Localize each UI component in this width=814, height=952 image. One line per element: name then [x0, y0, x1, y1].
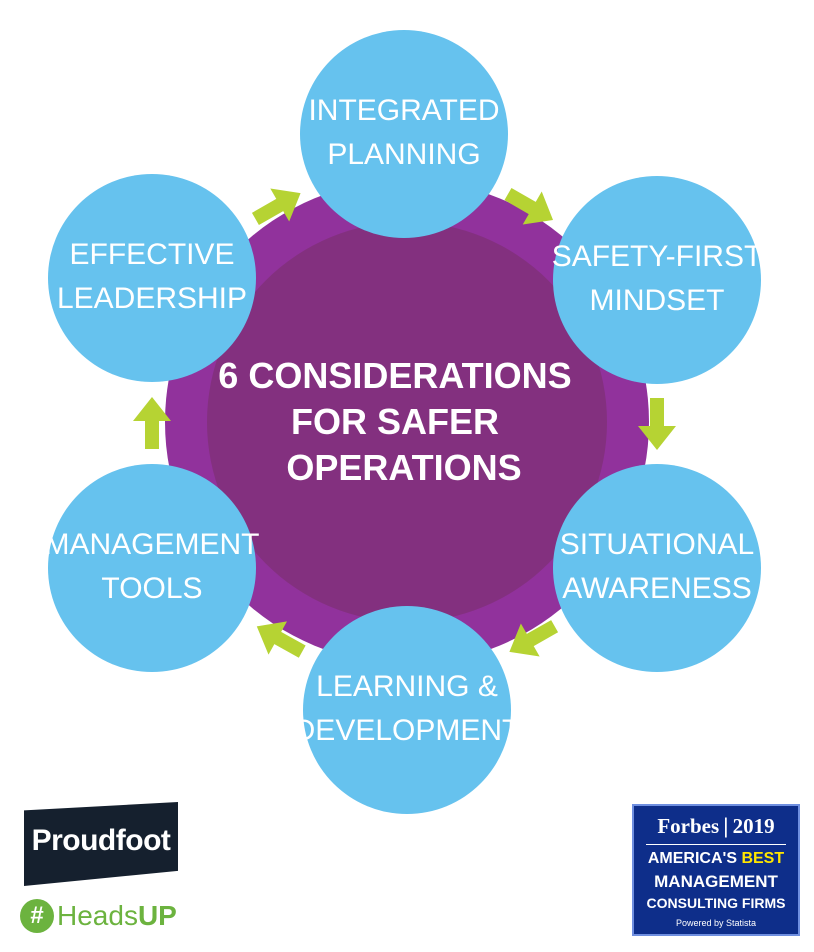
- node-label-line: DEVELOPMENT: [294, 714, 521, 747]
- arrow-effective-leadership-to-integrated-planning: [251, 188, 301, 225]
- node-label-line: SAFETY-FIRST: [552, 240, 763, 273]
- node-label-line: TOOLS: [101, 572, 202, 605]
- forbes-americas: AMERICA'S: [647, 850, 737, 867]
- arrow-situational-awareness-to-learning-development: [509, 620, 559, 657]
- node-label-line: AWARENESS: [562, 572, 751, 605]
- hub-inner-disc: [207, 222, 607, 622]
- headsup-word-heads: Heads: [57, 900, 138, 931]
- node-situational-awareness: SITUATIONAL AWARENESS: [553, 464, 761, 672]
- node-circle-learning-development: [303, 606, 511, 814]
- forbes-badge-rule: [646, 844, 786, 845]
- node-label-line: LEARNING &: [316, 670, 498, 703]
- node-management-tools: MANAGEMENT TOOLS: [44, 464, 260, 672]
- node-label-management-tools: MANAGEMENT TOOLS: [44, 528, 259, 605]
- node-circle-situational-awareness: [553, 464, 761, 672]
- node-circle-safety-first-mindset: [553, 176, 761, 384]
- node-label-line: PLANNING: [327, 138, 480, 171]
- node-circle-integrated-planning: [300, 30, 508, 238]
- forbes-badge-powered-by: Powered by Statista: [675, 918, 757, 928]
- forbes-brand: Forbes: [657, 814, 720, 838]
- node-safety-first-mindset: SAFETY-FIRST MINDSET: [552, 176, 763, 384]
- proudfoot-logo-plate: [24, 802, 178, 886]
- hashtag-icon: #: [20, 899, 54, 933]
- proudfoot-logo: Proudfoot: [24, 802, 178, 886]
- forbes-badge-line-3: CONSULTING FIRMS: [646, 895, 786, 911]
- node-label-line: MINDSET: [590, 284, 725, 317]
- forbes-badge-line-2: MANAGEMENT: [654, 872, 778, 891]
- forbes-badge-header: Forbes|2019: [634, 814, 798, 839]
- node-circle-effective-leadership: [48, 174, 256, 382]
- headsup-logo: # Heads UP: [20, 896, 177, 936]
- hub-title-line-3: OPERATIONS: [286, 447, 521, 488]
- node-label-situational-awareness: SITUATIONAL AWARENESS: [560, 528, 754, 605]
- consideration-nodes: INTEGRATED PLANNING SAFETY-FIRST MINDSET SIT…: [44, 30, 762, 814]
- node-learning-development: LEARNING & DEVELOPMENT: [294, 606, 521, 814]
- proudfoot-logo-wordmark: Proudfoot: [31, 824, 171, 857]
- node-label-line: EFFECTIVE: [69, 238, 234, 271]
- forbes-best: BEST: [741, 850, 785, 867]
- arrow-integrated-planning-to-safety-first-mindset: [504, 187, 554, 225]
- node-integrated-planning: INTEGRATED PLANNING: [300, 30, 508, 238]
- node-label-safety-first-mindset: SAFETY-FIRST MINDSET: [552, 240, 763, 317]
- arrow-safety-first-mindset-to-situational-awareness: [638, 398, 676, 450]
- arrow-learning-development-to-management-tools: [256, 621, 306, 658]
- node-label-line: SITUATIONAL: [560, 528, 754, 561]
- node-label-line: MANAGEMENT: [44, 528, 259, 561]
- node-circle-management-tools: [48, 464, 256, 672]
- arrow-management-tools-to-effective-leadership: [133, 397, 171, 449]
- forbes-badge-line-1: AMERICA'S BEST: [634, 850, 798, 868]
- node-label-integrated-planning: INTEGRATED PLANNING: [308, 94, 499, 171]
- hub-title: 6 CONSIDERATIONS FOR SAFER OPERATIONS: [218, 355, 581, 488]
- node-label-line: LEADERSHIP: [57, 282, 247, 315]
- node-label-learning-development: LEARNING & DEVELOPMENT: [294, 670, 521, 747]
- forbes-separator: |: [723, 815, 729, 838]
- cycle-arrows: [133, 187, 676, 658]
- node-label-effective-leadership: EFFECTIVE LEADERSHIP: [57, 238, 247, 315]
- headsup-word-up: UP: [137, 900, 177, 931]
- forbes-award-badge: Forbes|2019 AMERICA'S BEST MANAGEMENT CO…: [632, 804, 800, 936]
- hub-title-line-2: FOR SAFER: [291, 401, 499, 442]
- forbes-year: 2019: [732, 814, 775, 838]
- node-label-line: INTEGRATED: [308, 94, 499, 127]
- node-effective-leadership: EFFECTIVE LEADERSHIP: [48, 174, 256, 382]
- hub-title-line-1: 6 CONSIDERATIONS: [218, 355, 571, 396]
